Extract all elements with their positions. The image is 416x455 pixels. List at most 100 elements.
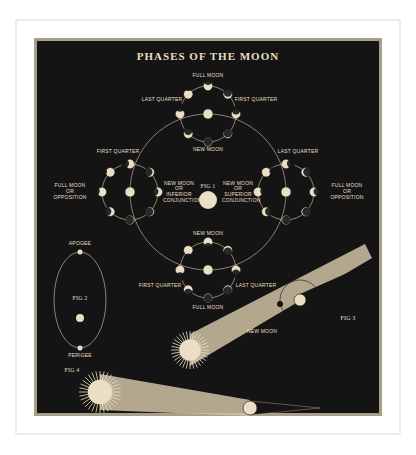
sun-ray: [111, 397, 119, 400]
sun-ray: [186, 360, 188, 368]
phase-label: FIRST QUARTER: [139, 283, 182, 289]
phase-label: PERIGEE: [68, 353, 92, 359]
sun-ray: [171, 350, 180, 351]
moon-shade: [145, 208, 153, 216]
moon-shade: [260, 187, 268, 195]
sun-ray: [92, 373, 95, 381]
moon-orbit: [258, 164, 314, 220]
moon-shade: [126, 216, 134, 224]
sun-ray: [100, 404, 101, 413]
moon: [224, 286, 232, 294]
moon-shade: [176, 272, 184, 280]
moon: [78, 250, 83, 255]
moon: [204, 294, 212, 302]
moon: [224, 130, 232, 138]
moon-shade: [99, 167, 107, 175]
sun: [88, 380, 112, 404]
sun-ray: [107, 402, 112, 410]
moon-shade: [314, 187, 322, 195]
sun-ray: [105, 373, 108, 381]
sun: [199, 191, 217, 209]
sun-ray: [112, 394, 121, 396]
moon-shade: [303, 168, 311, 176]
moon: [277, 301, 283, 307]
phase-label: FIRST QUARTER: [235, 97, 278, 103]
sun-ray: [111, 384, 119, 387]
phase-label: NEW MOON: [193, 147, 223, 153]
sun-ray: [96, 371, 98, 380]
sun-ray: [79, 394, 88, 396]
sun-ray: [192, 331, 194, 339]
earth: [203, 265, 213, 275]
elliptic-orbit: [54, 252, 106, 348]
moon-shade: [184, 289, 192, 297]
phase-label: NEW MOON OR INFERIOR CONJUNCTION: [163, 181, 195, 204]
moon: [78, 346, 83, 351]
sun-ray: [83, 399, 91, 404]
moon-shade: [287, 159, 295, 167]
moon-shade: [204, 243, 212, 251]
sun-ray: [179, 334, 184, 341]
sun-ray: [105, 403, 108, 411]
moon: [106, 168, 114, 176]
moon-shade: [224, 286, 232, 294]
moon-shade: [150, 187, 158, 195]
light-cone: [100, 374, 250, 416]
shadow-cone: [250, 401, 320, 415]
sun-ray: [196, 359, 201, 366]
moon: [262, 168, 270, 176]
moon-orbit: [180, 242, 236, 298]
mat: [34, 38, 382, 416]
figure-number: FIG 1: [200, 183, 215, 190]
phase-label: APOGEE: [69, 241, 91, 247]
sun-ray: [88, 375, 93, 383]
figure-number: FIG 2: [72, 295, 87, 302]
moon-shade: [204, 138, 212, 146]
moon: [302, 208, 310, 216]
phase-label: FIRST QUARTER: [97, 149, 140, 155]
moon: [204, 138, 212, 146]
sun-ray: [102, 404, 104, 413]
sun-ray: [190, 361, 191, 370]
light-cone: [190, 244, 372, 366]
moon-shade: [184, 253, 192, 261]
sun-ray: [183, 332, 186, 340]
sun-ray: [200, 346, 208, 348]
moon-shade: [91, 187, 99, 195]
earth: [243, 401, 257, 415]
moon-shade: [204, 294, 212, 302]
sun-ray: [183, 360, 186, 368]
earth: [76, 314, 84, 322]
sun-ray: [201, 350, 210, 351]
sun-ray: [110, 380, 118, 385]
moon: [184, 246, 192, 254]
phase-label: FULL MOON: [193, 305, 224, 311]
sun-ray: [200, 343, 208, 346]
sun-ray: [79, 388, 88, 390]
shadow-cone: [300, 262, 372, 306]
sun-ray: [172, 343, 180, 346]
moon-shade: [265, 207, 273, 215]
figure-number: FIG 4: [64, 367, 79, 374]
moon-shade: [184, 127, 192, 135]
sun-ray: [186, 331, 188, 339]
phase-label: LAST QUARTER: [142, 97, 183, 103]
phase-label: NEW MOON: [193, 231, 223, 237]
sun-ray: [194, 332, 197, 340]
phase-label: FULL MOON OR OPPOSITION: [328, 183, 366, 200]
moon-orbit: [180, 86, 236, 142]
title: PHASES OF THE MOON: [137, 50, 279, 62]
phase-label: LAST QUARTER: [278, 149, 319, 155]
moon-shade: [269, 167, 277, 175]
moon-orbit: [280, 280, 320, 320]
sun-ray: [192, 360, 194, 368]
phase-label: FULL MOON: [193, 73, 224, 79]
sun-symbol: [79, 371, 121, 413]
poster-ground: [37, 41, 379, 413]
sun-ray: [79, 392, 88, 393]
sun-ray: [96, 404, 98, 413]
moon-shade: [224, 248, 232, 256]
sun-ray: [194, 360, 197, 368]
phase-label: FULL MOON OR OPPOSITION: [51, 183, 89, 200]
